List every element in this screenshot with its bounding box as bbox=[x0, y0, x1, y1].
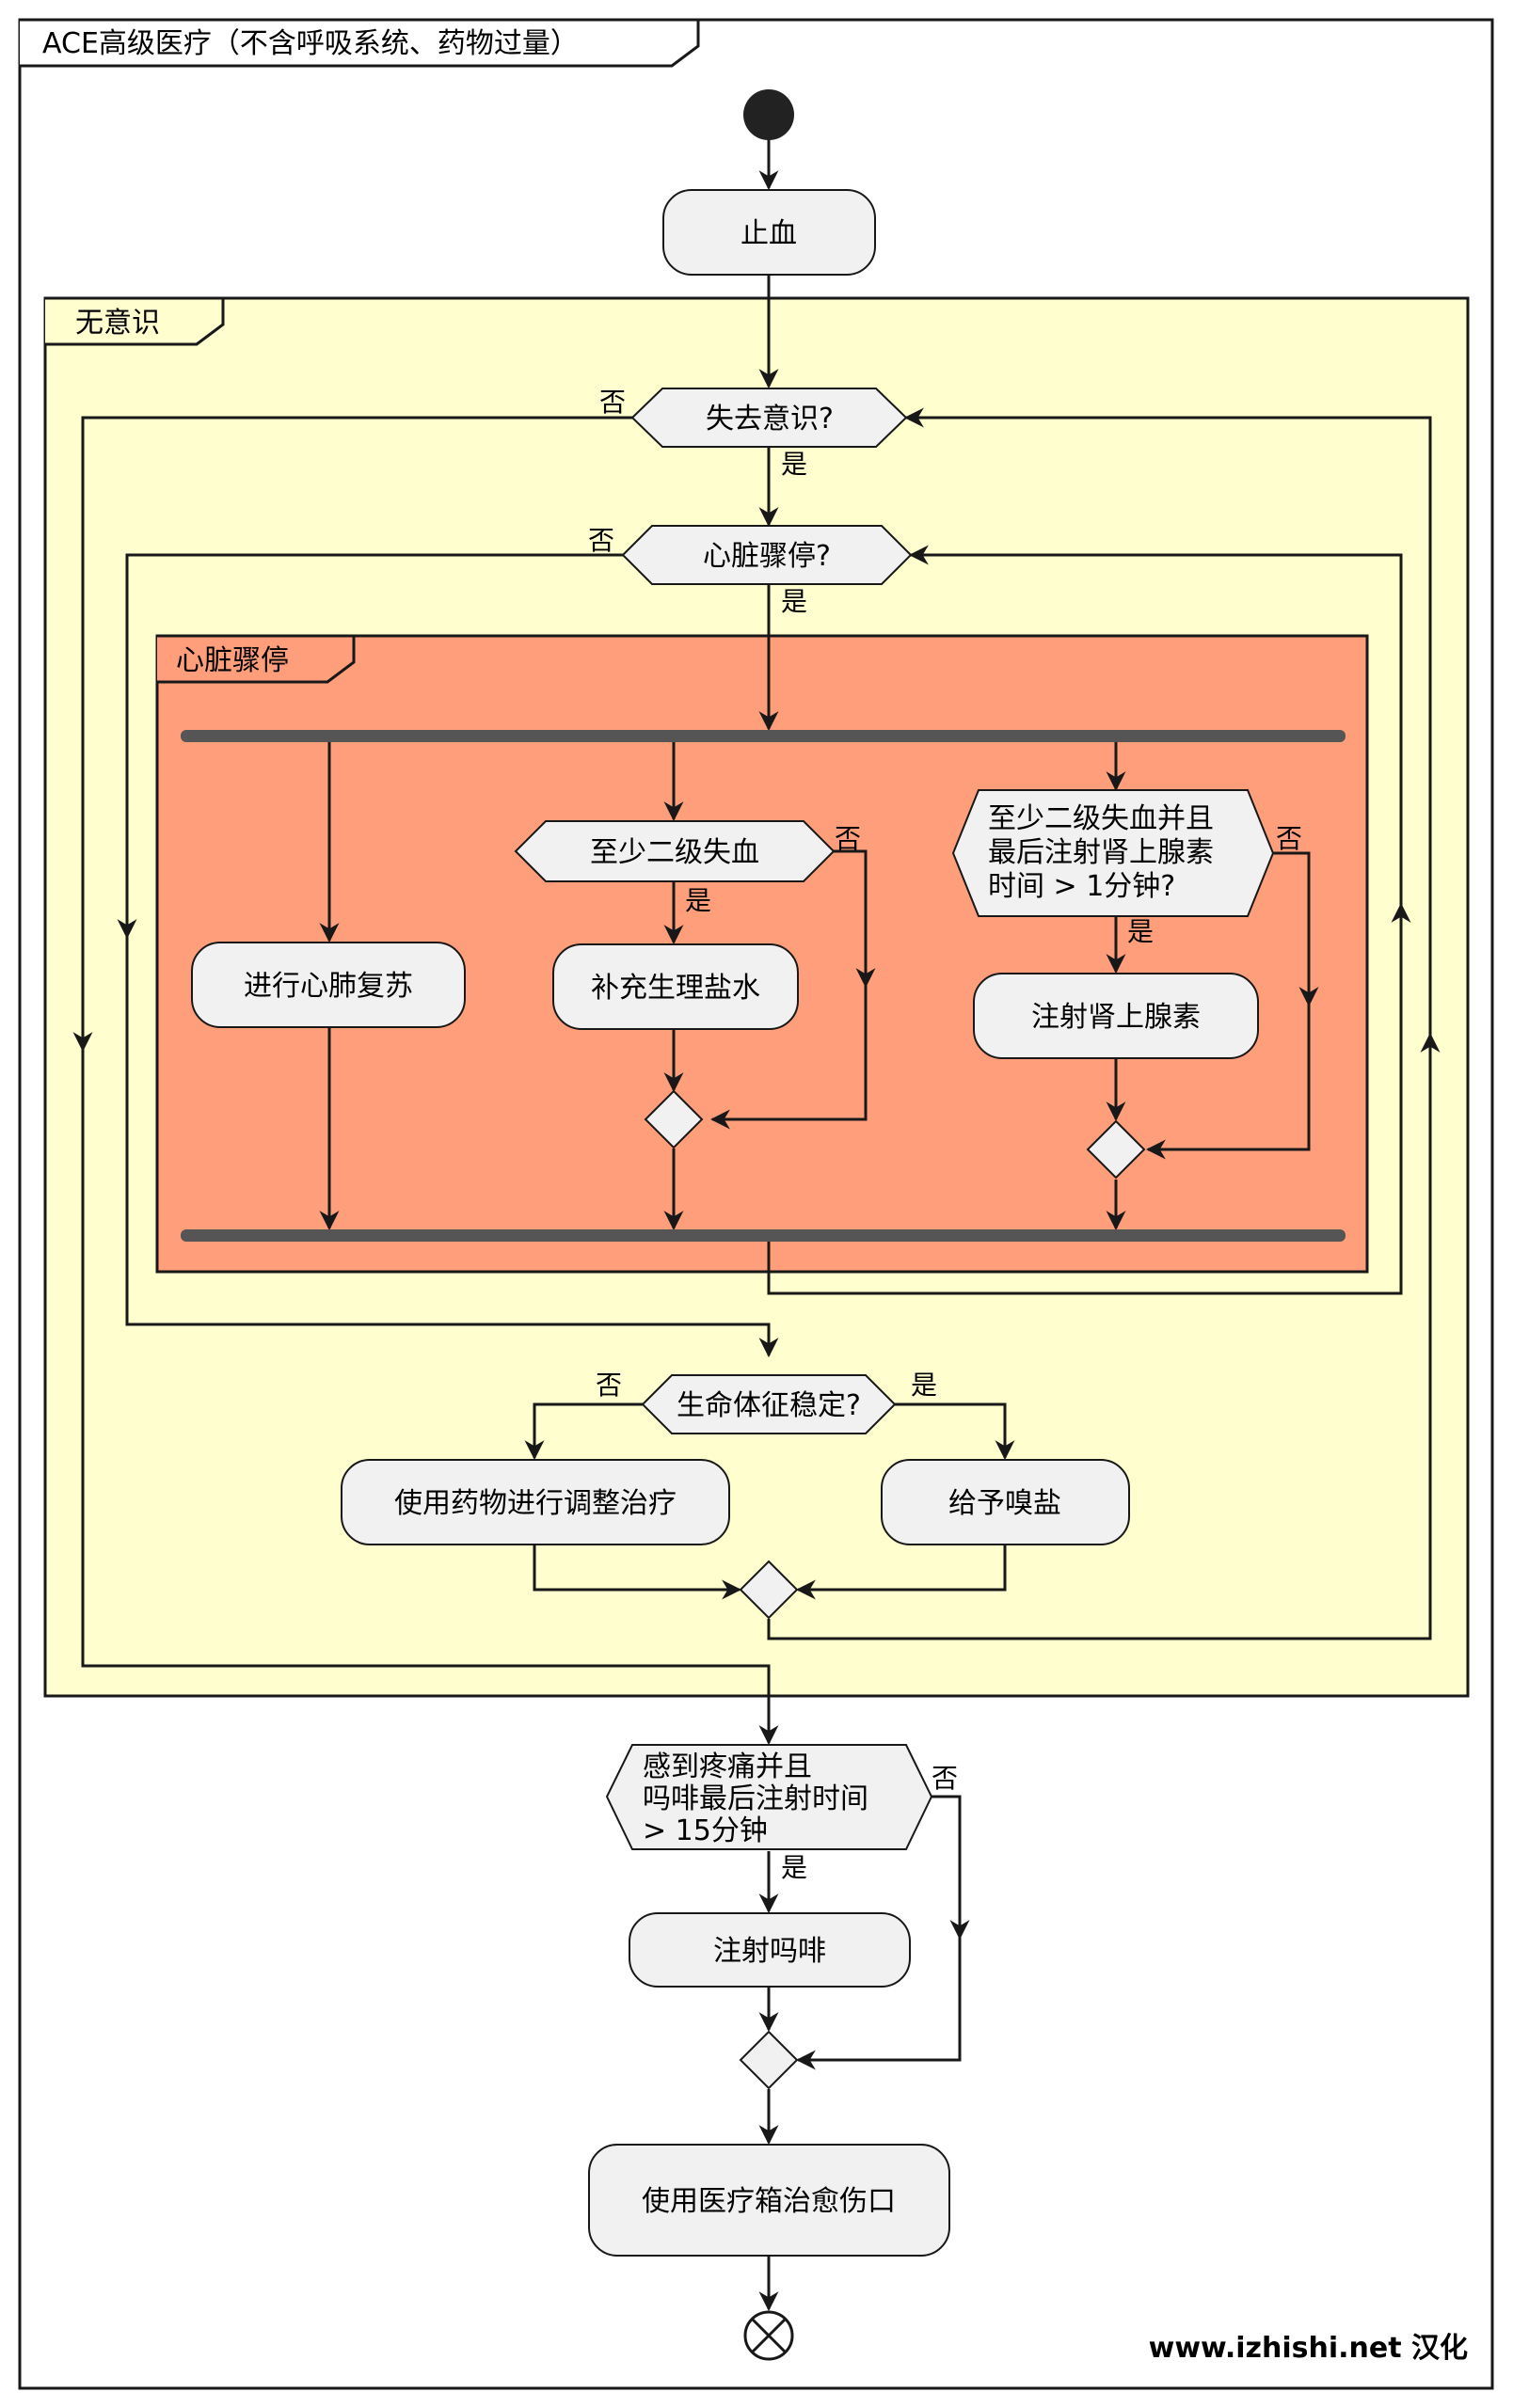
edge-merge-loop-q1 bbox=[767, 407, 1432, 1640]
edge-vitals-yes bbox=[895, 1402, 1015, 1461]
label-q4-yes: 是 bbox=[1127, 916, 1154, 947]
edge-q2-no bbox=[125, 553, 779, 1358]
merge-saline bbox=[644, 1089, 704, 1149]
cardiac-group-tab bbox=[157, 634, 356, 684]
decision-vitals-stable bbox=[641, 1374, 897, 1434]
decision-pain-morphine bbox=[605, 1744, 933, 1850]
action-smelling-salts-label: 给予嗅盐 bbox=[948, 1487, 1061, 1520]
label-q3-no: 否 bbox=[835, 823, 861, 854]
action-smelling-salts bbox=[881, 1459, 1130, 1545]
action-saline bbox=[552, 943, 799, 1030]
cardiac-group-title: 心脏骤停 bbox=[176, 644, 289, 677]
edge-join-loop-q2 bbox=[767, 545, 1403, 1295]
decision-pain-morphine-line-2: 吗啡最后注射时间 bbox=[643, 1782, 868, 1815]
edges bbox=[72, 139, 1441, 2312]
end-node-cross-b bbox=[751, 2318, 787, 2353]
action-stop-bleeding-label: 止血 bbox=[741, 217, 797, 250]
action-drug-therapy-label: 使用药物进行调整治疗 bbox=[394, 1487, 677, 1520]
action-medkit-label: 使用医疗箱治愈伤口 bbox=[642, 2185, 896, 2218]
join-bar bbox=[181, 1229, 1346, 1242]
label-q3-yes: 是 bbox=[685, 885, 711, 916]
decision-blood-loss-epi-line-3: 时间 > 1分钟? bbox=[988, 870, 1175, 903]
decision-pain-morphine-line-3: > 15分钟 bbox=[643, 1814, 768, 1847]
label-vitals-yes: 是 bbox=[911, 1370, 937, 1401]
outer-frame-tab bbox=[20, 18, 700, 68]
label-pain-yes: 是 bbox=[781, 1852, 807, 1883]
edge-q1-no bbox=[81, 416, 779, 1746]
merge-vitals bbox=[739, 1560, 799, 1620]
decision-pain-morphine-line-1: 感到疼痛并且 bbox=[643, 1751, 812, 1783]
label-q1-no: 否 bbox=[599, 387, 626, 418]
unconscious-group-title: 无意识 bbox=[75, 307, 160, 340]
action-saline-label: 补充生理盐水 bbox=[591, 972, 760, 1005]
label-pain-no: 否 bbox=[932, 1763, 958, 1794]
decision-blood-loss bbox=[514, 820, 836, 882]
label-vitals-no: 否 bbox=[596, 1370, 622, 1401]
edge-vitals-no bbox=[524, 1402, 643, 1461]
decision-blood-loss-epi-line-2: 最后注射肾上腺素 bbox=[988, 836, 1214, 869]
action-cpr bbox=[191, 942, 466, 1028]
decision-blood-loss-epi bbox=[951, 789, 1275, 917]
outer-frame-title: ACE高级医疗（不含呼吸系统、药物过量） bbox=[42, 27, 579, 60]
decision-cardiac-arrest-label: 心脏骤停? bbox=[703, 540, 831, 573]
merge-epinephrine bbox=[1086, 1119, 1146, 1180]
decision-lost-consciousness bbox=[630, 388, 908, 448]
label-q2-yes: 是 bbox=[781, 586, 807, 617]
action-epinephrine-label: 注射肾上腺素 bbox=[1031, 1001, 1201, 1034]
unconscious-group-tab bbox=[45, 296, 225, 346]
decision-lost-consciousness-label: 失去意识? bbox=[706, 403, 834, 436]
action-cpr-label: 进行心肺复苏 bbox=[244, 970, 413, 1003]
action-epinephrine bbox=[973, 973, 1259, 1059]
action-stop-bleeding bbox=[662, 189, 876, 276]
decision-cardiac-arrest bbox=[621, 525, 913, 585]
merge-morphine bbox=[739, 2030, 799, 2090]
decision-blood-loss-epi-line-1: 至少二级失血并且 bbox=[988, 802, 1214, 835]
action-drug-therapy bbox=[341, 1459, 730, 1545]
edge-drug-to-merge bbox=[533, 1545, 742, 1600]
fork-bar bbox=[181, 730, 1346, 742]
label-q1-yes: 是 bbox=[781, 449, 807, 480]
action-inject-morphine-label: 注射吗啡 bbox=[713, 1935, 826, 1968]
label-q4-no: 否 bbox=[1276, 823, 1302, 854]
label-q2-no: 否 bbox=[588, 525, 614, 556]
action-medkit bbox=[588, 2144, 950, 2257]
action-inject-morphine bbox=[629, 1912, 911, 1988]
edge-salts-to-merge bbox=[795, 1545, 1007, 1600]
decision-vitals-stable-label: 生命体征稳定? bbox=[677, 1389, 861, 1422]
decision-blood-loss-label: 至少二级失血 bbox=[590, 836, 759, 869]
credit-text: www.izhishi.net 汉化 bbox=[1149, 2332, 1468, 2365]
start-node bbox=[743, 89, 794, 140]
